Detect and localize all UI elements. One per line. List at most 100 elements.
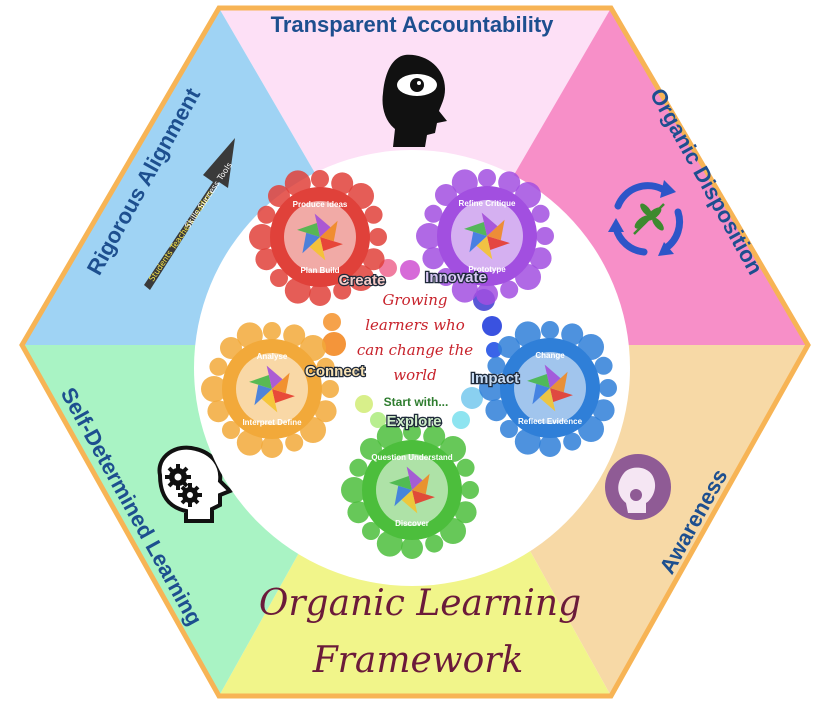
cluster-ring-word: Refine Critique	[459, 199, 516, 208]
cluster-ring-word: Discover	[395, 519, 429, 528]
cluster-petal	[464, 221, 487, 236]
cluster-word-explore: Explore	[386, 413, 441, 430]
connector-dot	[400, 260, 420, 280]
cluster-petal	[309, 237, 326, 261]
cluster-bubble	[401, 537, 423, 559]
cluster-bubble	[347, 501, 370, 524]
tagline-line3: can change the	[357, 341, 473, 359]
cluster-petal	[550, 388, 573, 403]
cluster-petal	[481, 212, 498, 236]
cluster-ring-word: Reflect Evidence	[518, 417, 583, 426]
cluster-bubble	[269, 269, 288, 288]
cluster-bubble	[283, 324, 306, 347]
cluster-bubble	[263, 322, 281, 340]
cluster-ring-word: Change	[535, 351, 565, 360]
cluster-bubble	[341, 477, 367, 503]
cluster-bubble	[529, 247, 552, 270]
cluster-ring-word: Analyse	[257, 352, 288, 361]
cluster-petal	[249, 374, 272, 389]
cluster-bubble	[425, 534, 444, 553]
cluster-bubble	[359, 437, 382, 460]
cluster-bubble	[487, 356, 506, 375]
cluster-petal	[487, 219, 505, 241]
cluster-bubble	[541, 321, 559, 339]
connector-dot	[461, 387, 483, 409]
cluster-ring-word: Question Understand	[371, 453, 452, 462]
cluster-bubble	[539, 435, 561, 457]
tagline-line2: learners who	[365, 316, 465, 334]
cluster-petal	[550, 371, 568, 393]
cluster-petal	[539, 388, 556, 412]
connector-dot	[355, 395, 373, 413]
cluster-bubble	[311, 170, 329, 188]
cluster-bubble	[500, 280, 519, 299]
cluster-petal	[401, 490, 418, 514]
cluster-bubble	[476, 283, 498, 305]
cluster-petal	[544, 364, 561, 388]
cluster-petal	[302, 232, 320, 254]
cluster-bubble	[531, 204, 550, 223]
cluster-ring-word: Produce ideas	[293, 200, 348, 209]
cluster-word-connect: Connect	[305, 363, 365, 380]
cluster-bubble	[207, 400, 230, 423]
cluster-bubble	[331, 172, 354, 195]
cluster-bubble	[454, 501, 477, 524]
connector-dot	[452, 411, 470, 429]
cluster-petal	[412, 490, 435, 505]
cluster-word-impact: Impact	[471, 370, 519, 387]
hexagon-border	[19, 5, 811, 699]
cluster-ring-word: Prototype	[468, 265, 506, 274]
head-eye-icon	[382, 54, 447, 147]
cluster-petal	[254, 384, 272, 406]
recycle-leaf-icon	[608, 180, 684, 256]
cluster-word-innovate: Innovate	[425, 269, 487, 286]
cluster-bubble	[333, 281, 352, 300]
cluster-bubble	[255, 248, 278, 271]
cluster-bubble	[423, 425, 446, 448]
connector-dot	[486, 342, 502, 358]
cluster-bubble	[369, 228, 387, 246]
cluster-petal	[412, 473, 430, 495]
cluster-bubble	[349, 458, 368, 477]
cluster-petal	[320, 237, 343, 252]
cluster-bubble	[362, 248, 385, 271]
connector-dot	[322, 332, 346, 356]
cluster-petal	[314, 213, 331, 237]
connector-dot	[482, 316, 502, 336]
cluster-bubble	[249, 224, 275, 250]
cluster-bubble	[497, 335, 520, 358]
cluster-bubble	[499, 420, 518, 439]
cluster-petal	[406, 466, 423, 490]
cluster-bubble	[316, 357, 335, 376]
cluster-bubble	[321, 380, 339, 398]
cluster-petal	[297, 222, 320, 237]
cluster-petal	[272, 372, 290, 394]
cluster-bubble	[424, 204, 443, 223]
cluster-bubble	[479, 375, 505, 401]
cluster-bubble	[422, 247, 445, 270]
awareness-mind-icon	[605, 454, 671, 520]
cluster-petal	[320, 220, 338, 242]
connector-dot	[323, 313, 341, 331]
cluster-ring-word: Plan Build	[300, 266, 339, 275]
cluster-bubble	[403, 423, 421, 441]
cluster-bubble	[436, 268, 455, 287]
tagline-line1: Growing	[382, 291, 447, 309]
cluster-bubble	[599, 379, 617, 397]
cluster-petal	[527, 373, 550, 388]
cluster-bubble	[201, 376, 227, 402]
cluster-bubble	[267, 184, 290, 207]
cluster-petal	[469, 231, 487, 253]
cluster-bubble	[434, 183, 457, 206]
cluster-petal	[266, 365, 283, 389]
cluster-bubble	[221, 421, 240, 440]
cluster-petal	[476, 236, 493, 260]
cluster-bubble	[498, 171, 521, 194]
cluster-bubble	[219, 336, 242, 359]
